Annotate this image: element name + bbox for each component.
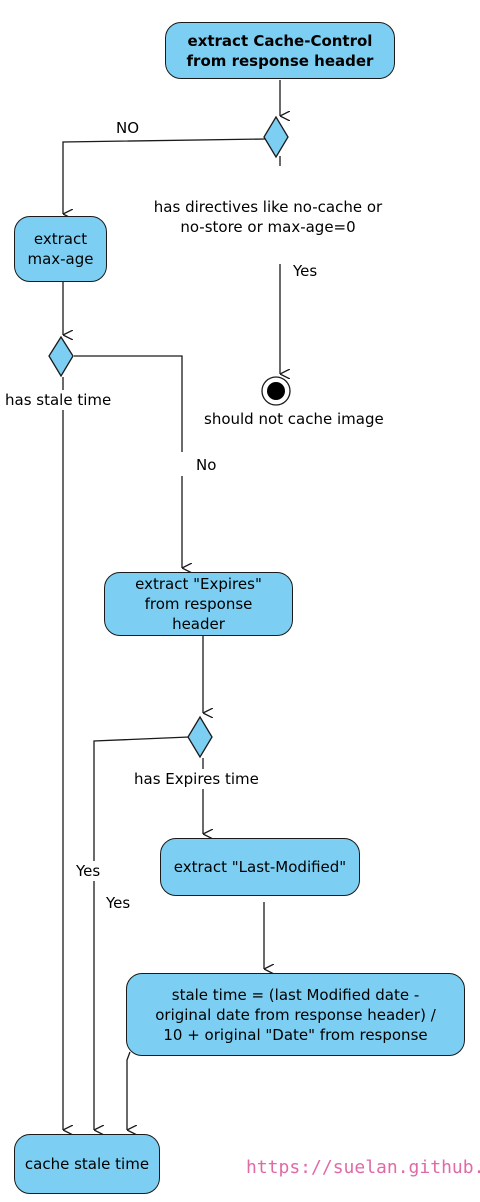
end-node-inner	[267, 382, 285, 400]
label-no-lower: No	[196, 455, 217, 475]
node-extract-cache-control: extract Cache-Control from response head…	[165, 22, 395, 79]
label-yes-expires: Yes	[106, 893, 131, 913]
label-no-directives-condition: has directives like no-cache or no-store…	[138, 197, 398, 237]
decision-diamond-2	[48, 335, 74, 378]
edge-decision3-yes	[93, 736, 190, 1130]
label-has-expires-time: has Expires time	[134, 769, 259, 789]
watermark-url: https://suelan.github.io/	[246, 1157, 480, 1178]
node-extract-max-age: extract max-age	[14, 216, 107, 282]
decision-diamond-3	[187, 715, 213, 759]
label-has-stale-time: has stale time	[5, 390, 112, 410]
label-yes-stale-time: Yes	[76, 861, 101, 881]
label-yes-no-cache: Yes	[293, 261, 318, 281]
node-extract-expires: extract "Expires" from response header	[104, 572, 293, 636]
node-cache-stale-time: cache stale time	[14, 1134, 160, 1194]
node-stale-time-formula: stale time = (last Modified date - origi…	[126, 973, 465, 1056]
label-should-not-cache: should not cache image	[204, 409, 384, 429]
label-no-upper: NO	[116, 118, 140, 138]
edge-decision1-no	[62, 138, 266, 214]
edge-decision2-no-a	[74, 355, 183, 452]
node-extract-last-modified: extract "Last-Modified"	[160, 838, 360, 896]
edge-formula-to-cache	[126, 1051, 130, 1130]
decision-diamond-1	[263, 115, 289, 159]
